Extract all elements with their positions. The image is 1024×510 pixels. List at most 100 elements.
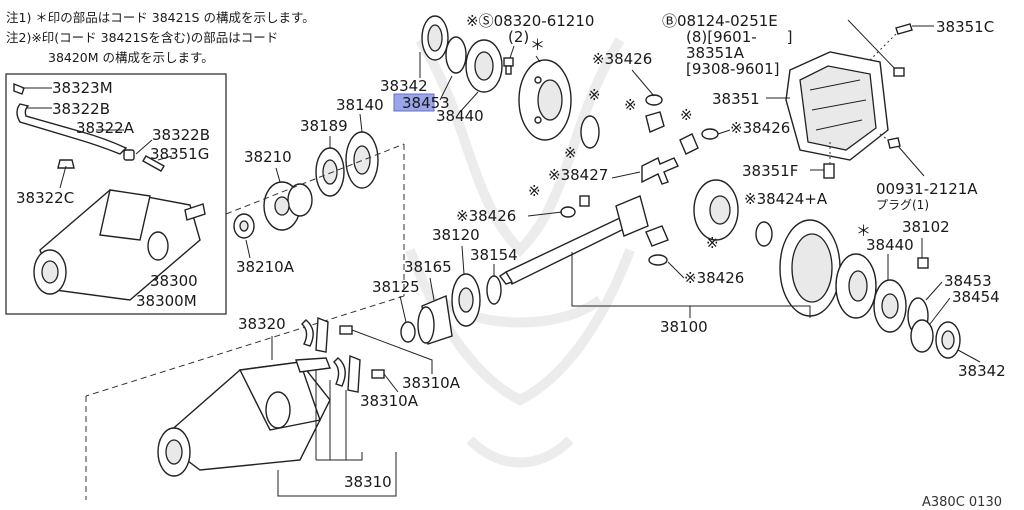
- label-38140: 38140: [336, 96, 384, 114]
- label-38322A: 38322A: [76, 119, 135, 137]
- note-line-3: 38420M の構成を示します。: [48, 50, 214, 65]
- part-ring-gear[interactable]: [779, 219, 841, 317]
- label-38310A-1: 38310A: [402, 374, 461, 392]
- part-bolt-mid[interactable]: [579, 195, 590, 207]
- label-00931-2121A: 00931-2121A: [876, 180, 978, 198]
- part-bearing-38342-right[interactable]: [935, 321, 961, 359]
- part-plug-00931[interactable]: [887, 137, 901, 149]
- part-differential-assembly-inset[interactable]: [33, 189, 206, 301]
- part-bearing-38342-top[interactable]: [421, 15, 449, 61]
- part-shim-38453-top[interactable]: [445, 36, 467, 74]
- part-bearing-38140[interactable]: [345, 131, 379, 189]
- label-38322C: 38322C: [16, 189, 74, 207]
- label-38351C: 38351C: [936, 18, 994, 36]
- label-38454: 38454: [952, 288, 1000, 306]
- part-washer-38426-d[interactable]: [648, 254, 668, 266]
- label-38189: 38189: [300, 117, 348, 135]
- kome-5: ※: [706, 234, 719, 252]
- part-bolt-38351C[interactable]: [895, 23, 913, 35]
- label-38125: 38125: [372, 278, 420, 296]
- note-line-1: 注1) ＊印の部品はコード 38421S の構成を示します。: [6, 10, 315, 25]
- part-flange-38210[interactable]: [263, 181, 313, 231]
- label-38342-right: 38342: [958, 362, 1006, 380]
- part-washer-38426-a[interactable]: [645, 94, 663, 106]
- label-38426-2: ※38426: [730, 119, 790, 137]
- highlight-38453: [393, 93, 435, 112]
- kome-6: ※: [528, 182, 541, 200]
- part-differential-housing-38320[interactable]: [157, 357, 331, 477]
- part-bearing-cap-lower[interactable]: [333, 354, 361, 393]
- label-38154: 38154: [470, 246, 518, 264]
- part-rear-cover-38351[interactable]: [785, 51, 889, 161]
- part-side-gear-38424[interactable]: [693, 179, 739, 241]
- label-08320-qty: (2): [508, 28, 529, 46]
- label-38323M: 38323M: [52, 79, 113, 97]
- part-pinion-gear-38426d[interactable]: [645, 225, 669, 247]
- label-38210A: 38210A: [236, 258, 295, 276]
- part-differential-case[interactable]: [518, 59, 572, 141]
- part-bolt-38310A-lower[interactable]: [371, 369, 385, 379]
- label-38320: 38320: [238, 315, 286, 333]
- part-differential-case-right[interactable]: [835, 253, 877, 319]
- label-38453-top: 38453: [402, 94, 450, 112]
- kome-4: ※: [680, 106, 693, 124]
- label-38426-1: ※38426: [592, 50, 652, 68]
- label-38310A-2: 38310A: [360, 392, 419, 410]
- part-bearing-38440-top[interactable]: [465, 39, 503, 93]
- part-seal-38454[interactable]: [910, 319, 934, 353]
- inset-box: [5, 73, 227, 315]
- part-washer-38426-b[interactable]: [701, 128, 719, 140]
- part-bolt-38102[interactable]: [917, 257, 929, 269]
- part-side-gear-left[interactable]: [580, 115, 600, 149]
- asterisk-1: ＊: [530, 36, 545, 54]
- label-38322B-b: 38322B: [152, 126, 210, 144]
- label-38165: 38165: [404, 258, 452, 276]
- label-38300: 38300: [150, 272, 198, 290]
- label-38427: ※38427: [548, 166, 608, 184]
- label-38100: 38100: [660, 318, 708, 336]
- label-38210: 38210: [244, 148, 292, 166]
- label-38322B-a: 38322B: [52, 100, 110, 118]
- label-38351A: 38351A: [686, 44, 745, 62]
- label-38300M: 38300M: [136, 292, 197, 310]
- part-washer-38426-c[interactable]: [560, 206, 576, 218]
- label-38351: 38351: [712, 90, 760, 108]
- label-08124-qty: (8)[9601- ]: [686, 28, 793, 46]
- asterisk-2: ＊: [856, 222, 871, 240]
- part-thrust-washer-38424A[interactable]: [755, 221, 773, 247]
- part-nut-38210A[interactable]: [233, 213, 255, 239]
- part-side-gear-right[interactable]: [679, 133, 699, 155]
- part-bearing-cap-upper[interactable]: [301, 316, 329, 353]
- part-oil-seal-38189[interactable]: [315, 147, 345, 197]
- label-38440-top: 38440: [436, 107, 484, 125]
- part-oring-38125[interactable]: [400, 321, 416, 343]
- note-line-2: 注2)※印(コード 38421Sを含む)の部品はコード: [6, 30, 278, 45]
- label-38351F: 38351F: [742, 162, 798, 180]
- label-08124-0251E: Ⓑ08124-0251E: [662, 12, 778, 30]
- part-bolt-08320[interactable]: [503, 57, 514, 75]
- kome-2: ※: [564, 144, 577, 162]
- kome-1: ※: [588, 86, 601, 104]
- part-bearing-38440-right[interactable]: [873, 279, 907, 333]
- label-38426-4: ※38426: [684, 269, 744, 287]
- part-pinion-gear-top[interactable]: [645, 111, 665, 133]
- part-stud-38351F[interactable]: [823, 163, 835, 179]
- label-38342-top: 38342: [380, 77, 428, 95]
- part-pinion-shaft-38427[interactable]: [641, 157, 679, 185]
- part-bearing-38120[interactable]: [451, 273, 481, 327]
- part-breather-hose[interactable]: [13, 82, 165, 172]
- part-bolt-38310A-upper[interactable]: [339, 325, 353, 335]
- label-38351G: 38351G: [150, 145, 209, 163]
- kome-3: ※: [624, 96, 637, 114]
- part-bolt-08124[interactable]: [893, 67, 905, 77]
- label-38120: 38120: [432, 226, 480, 244]
- label-38426-3: ※38426: [456, 207, 516, 225]
- label-38440-right: 38440: [866, 236, 914, 254]
- part-washer-38154[interactable]: [486, 275, 502, 305]
- label-38424A: ※38424+A: [744, 190, 828, 208]
- part-drive-pinion-38100[interactable]: [498, 195, 649, 285]
- label-38351A-range: [9308-9601]: [686, 60, 779, 78]
- part-spacer-38165[interactable]: [417, 295, 453, 345]
- figure-code: A380C 0130: [922, 495, 1002, 510]
